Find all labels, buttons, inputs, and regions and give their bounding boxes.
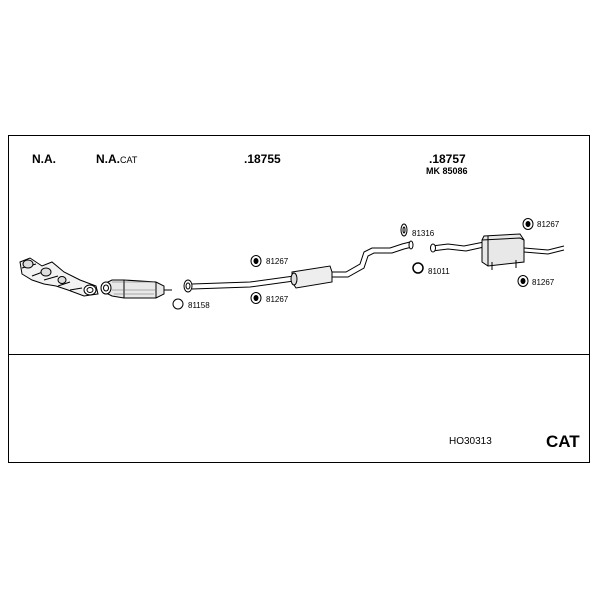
mk-label: MK 85086: [426, 166, 468, 176]
callout-81316: 81316: [412, 229, 435, 238]
callout-81011: 81011: [428, 267, 450, 276]
part-number-18757: .18757: [429, 152, 466, 166]
callout-81267-mid-top: 81267: [266, 257, 289, 266]
gasket-81158: [172, 298, 184, 310]
section-divider: [8, 354, 590, 355]
callout-81267-rear-top: 81267: [537, 220, 560, 229]
label-na-cat-suffix: CAT: [120, 155, 138, 165]
label-na-cat: N.A.CAT: [96, 153, 137, 165]
diagram-code: HO30313: [449, 436, 492, 447]
exhaust-manifold: [19, 257, 99, 297]
diagram-frame: [8, 135, 590, 463]
cat-label: CAT: [546, 432, 580, 451]
callout-81267-rear-bot: 81267: [532, 278, 555, 287]
catalytic-converter: [100, 279, 172, 299]
label-na-cat-main: N.A.: [96, 152, 120, 166]
hanger-81267-mid-bot: [250, 292, 262, 304]
hanger-81267-mid-top: [250, 255, 262, 267]
callout-81267-mid-bot: 81267: [266, 295, 289, 304]
connection-pipe: [332, 240, 414, 278]
label-na-1: N.A.: [32, 152, 56, 166]
hanger-81316: [400, 223, 408, 237]
middle-pipe: [183, 275, 295, 293]
hanger-81267-rear-bot: [517, 275, 529, 287]
rear-silencer: [430, 233, 565, 270]
gasket-81011: [412, 262, 424, 274]
hanger-81267-rear-top: [522, 218, 534, 230]
middle-silencer: [290, 265, 333, 289]
callout-81158: 81158: [188, 301, 210, 310]
part-number-18755: .18755: [244, 152, 281, 166]
